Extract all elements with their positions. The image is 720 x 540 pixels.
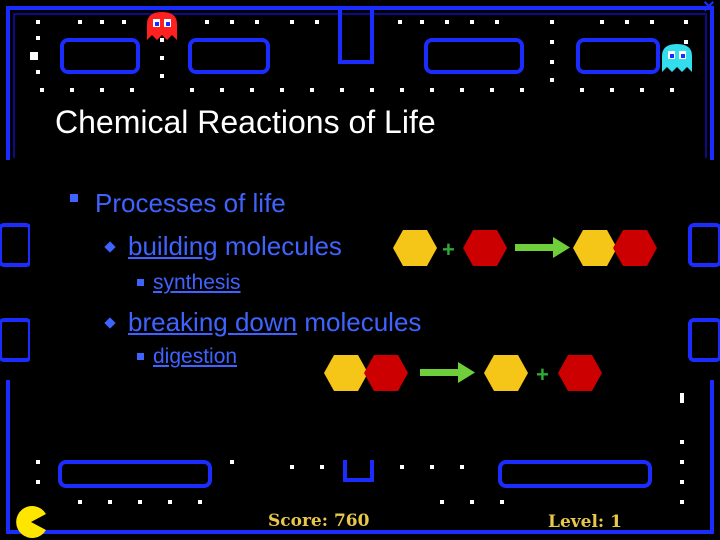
synthesis-text: synthesis [153,271,241,294]
square-bullet-icon [70,194,78,202]
yellow-hexagon-icon [393,230,437,266]
small-square-bullet-icon [137,353,144,360]
yellow-hexagon-icon [573,230,617,266]
slide-panel [30,96,680,456]
heading-text: Processes of life [95,188,286,218]
score-display: Score: 760 [268,511,369,531]
level-display: Level: 1 [548,512,622,532]
breaking-rest: molecules [297,307,422,337]
slide-title: Chemical Reactions of Life [55,104,436,140]
yellow-hexagon-icon [324,355,368,391]
sub-item-synthesis: synthesis [137,271,241,295]
building-rest: molecules [217,231,342,261]
sub-item-digestion: digestion [137,345,238,369]
reaction-arrow-icon [515,237,570,258]
heading-processes: Processes of life [70,188,286,219]
red-hexagon-icon [364,355,408,391]
cyan-ghost-icon [662,44,692,72]
red-hexagon-icon [463,230,507,266]
pacman-icon [16,506,46,538]
building-underlined: building [128,231,218,261]
red-ghost-icon [147,12,177,40]
small-square-bullet-icon [137,279,144,286]
level-value: 1 [610,512,622,532]
breaking-underlined: breaking down [128,307,298,337]
list-item-breaking: breaking down molecules [104,307,422,338]
close-icon[interactable]: ✕ [702,0,716,16]
reaction-arrow-icon [420,362,475,383]
plus-sign: + [536,362,549,387]
score-value: 760 [333,511,370,531]
plus-sign: + [442,237,455,262]
yellow-hexagon-icon [484,355,528,391]
red-hexagon-icon [613,230,657,266]
level-label: Level: [548,512,605,532]
list-item-building: building molecules [104,231,342,262]
red-hexagon-icon [558,355,602,391]
digestion-text: digestion [153,345,238,368]
score-label: Score: [268,511,329,531]
